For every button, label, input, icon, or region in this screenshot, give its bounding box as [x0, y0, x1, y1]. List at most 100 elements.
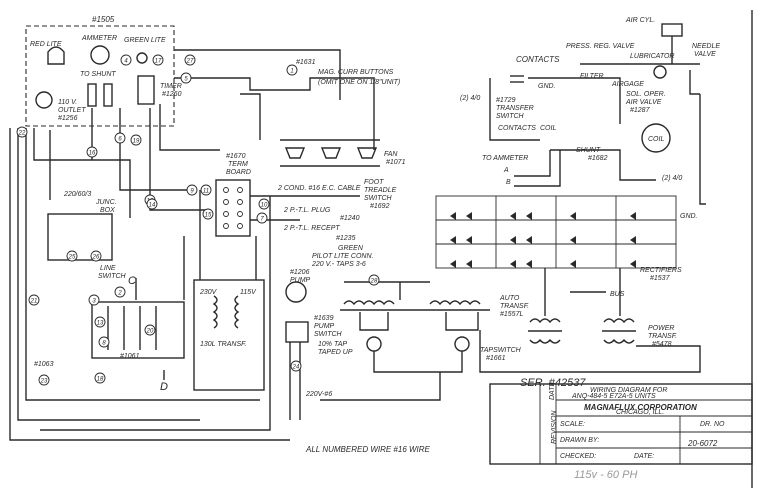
cond-cable-label: 2 COND. #16 E.C. CABLE [277, 185, 361, 192]
wire-number-text: 27 [186, 59, 194, 65]
wire-number-text: 3 [92, 299, 96, 305]
pump-label-1: #1206 [290, 269, 310, 276]
coil-circle [641, 123, 671, 153]
transfer-coil-label: COIL [540, 125, 556, 132]
wire-number-circle [66, 250, 78, 262]
tapswitch-label-1: TAPSWITCH [480, 347, 522, 354]
wire-18 [159, 104, 220, 151]
node-d-label: D [160, 381, 168, 393]
wire-number-text: 1 [290, 69, 293, 75]
wire-15 [689, 70, 700, 95]
wire-number-circle [144, 324, 156, 336]
pump-sw-label-3: SWITCH [314, 331, 343, 338]
power-label-3: #5478 [652, 341, 672, 348]
shunt-label-2: #1682 [588, 155, 608, 162]
timer-body [137, 75, 155, 105]
wire-number-text: 15 [205, 213, 212, 219]
wire-2-0-label: (2) 4/0 [460, 95, 480, 102]
pump-sw-label-1: #1639 [314, 315, 334, 322]
date-label: DATE: [634, 453, 654, 460]
transfer-contacts-label: CONTACTS [498, 125, 536, 132]
wire-number-text: 10 [261, 203, 268, 209]
recept-label: 2 P.-T.L. RECEPT [283, 225, 340, 232]
outlet-symbol [35, 91, 53, 109]
fan-2 [320, 147, 342, 159]
fuse-1 [87, 83, 97, 107]
fan-3 [356, 147, 378, 159]
tap-note-label-2: TAPED UP [318, 349, 353, 356]
term-board-terminals [223, 187, 243, 229]
gnd2-label: GND. [680, 213, 698, 220]
wire-number-text: 14 [149, 203, 156, 209]
wire-number-circle [368, 274, 380, 286]
transformer-130l-coil-2 [234, 295, 240, 329]
date-col-label: DATE [549, 382, 556, 400]
power-transformer-1-top [529, 318, 561, 324]
pilot-label-1: GREEN [338, 245, 364, 252]
pump-motor [285, 281, 307, 303]
scale-label: SCALE: [560, 421, 585, 428]
tapswitch-label-2: #1661 [486, 355, 506, 362]
green-lite-lamp [136, 52, 148, 64]
red-lite-lamp [47, 46, 65, 65]
wire-left-outer [17, 128, 200, 421]
air-cylinder [661, 23, 683, 37]
airgage-label: AIRGAGE [611, 81, 644, 88]
pump-label-2: PUMP [290, 277, 311, 284]
label-1061: #1061 [120, 353, 140, 360]
xfmr-230v-label: 230V [199, 289, 218, 296]
wire-left-2 [25, 128, 260, 401]
auto-label-3: #1557L [500, 311, 523, 318]
needle-label-2: VALVE [694, 51, 716, 58]
foot-label-3: SWITCH [364, 195, 393, 202]
wire-number-circle [180, 72, 192, 84]
pump-sw-label-2: PUMP [314, 323, 335, 330]
term-board-label-3: BOARD [226, 169, 251, 176]
wire-number-circle [38, 374, 50, 386]
wire-number-text: 21 [30, 299, 38, 305]
wire-number-circle [28, 294, 40, 306]
dr-no-value: 20-6072 [687, 439, 718, 448]
sol-label-1: SOL. OPER. [626, 91, 666, 98]
foot-label-1: FOOT [364, 179, 384, 186]
air-cyl-label: AIR CYL. [625, 17, 655, 24]
mag-curr-label-3: (OMIT ONE ON 1/8"UNIT) [318, 79, 400, 86]
panel-1505-label: #1505 [92, 15, 115, 24]
auto-transformer-coil-right [429, 300, 481, 306]
press-reg-label: PRESS. REG. VALVE [566, 43, 635, 50]
wire-16 [699, 94, 706, 205]
power-label-2: TRANSF. [648, 333, 677, 340]
sol-label-3: #1287 [630, 107, 651, 114]
wire-number-markers: 1234567891011121314151617181920212223242… [16, 54, 380, 386]
title-line-2: ANQ-484-5 E72A-5 UNITS [571, 393, 656, 400]
wire-number-text: 5 [184, 77, 188, 83]
handwritten-note: 115v - 60 PH [574, 469, 637, 481]
pilot-label-2: PILOT LITE CONN. [312, 253, 374, 260]
green-lite-label: GREEN LITE [124, 37, 166, 44]
junction-box [47, 213, 113, 261]
wire-number-circle [86, 146, 98, 158]
term-board-label-1: #1670 [226, 153, 246, 160]
wire-number-text: 20 [146, 329, 154, 335]
wire-number-circle [290, 360, 302, 372]
plug-no-label: #1240 [340, 215, 360, 222]
wire-number-circle [256, 212, 268, 224]
fan-label-1: FAN [384, 151, 398, 158]
wire-number-circle [152, 54, 164, 66]
wire-node-a [514, 150, 551, 177]
wire-number-text: 13 [97, 321, 104, 327]
wire-left-3 [9, 128, 290, 441]
foot-label-4: #1692 [370, 203, 390, 210]
wire-number-text: 22 [18, 131, 26, 137]
wire-transfer-top [528, 77, 621, 124]
outlet-label-1: 110 V. [58, 99, 77, 106]
outlet-label-3: #1256 [58, 115, 78, 122]
wire-number-text: 2 [117, 291, 122, 297]
ammeter-dial [90, 45, 110, 65]
wire-220v [320, 372, 441, 401]
auto-label-2: TRANSF. [500, 303, 529, 310]
tap-note-label-1: 10% TAP [318, 341, 347, 348]
wire-number-text: 11 [203, 189, 209, 195]
timer-label-2: #1260 [162, 91, 182, 98]
